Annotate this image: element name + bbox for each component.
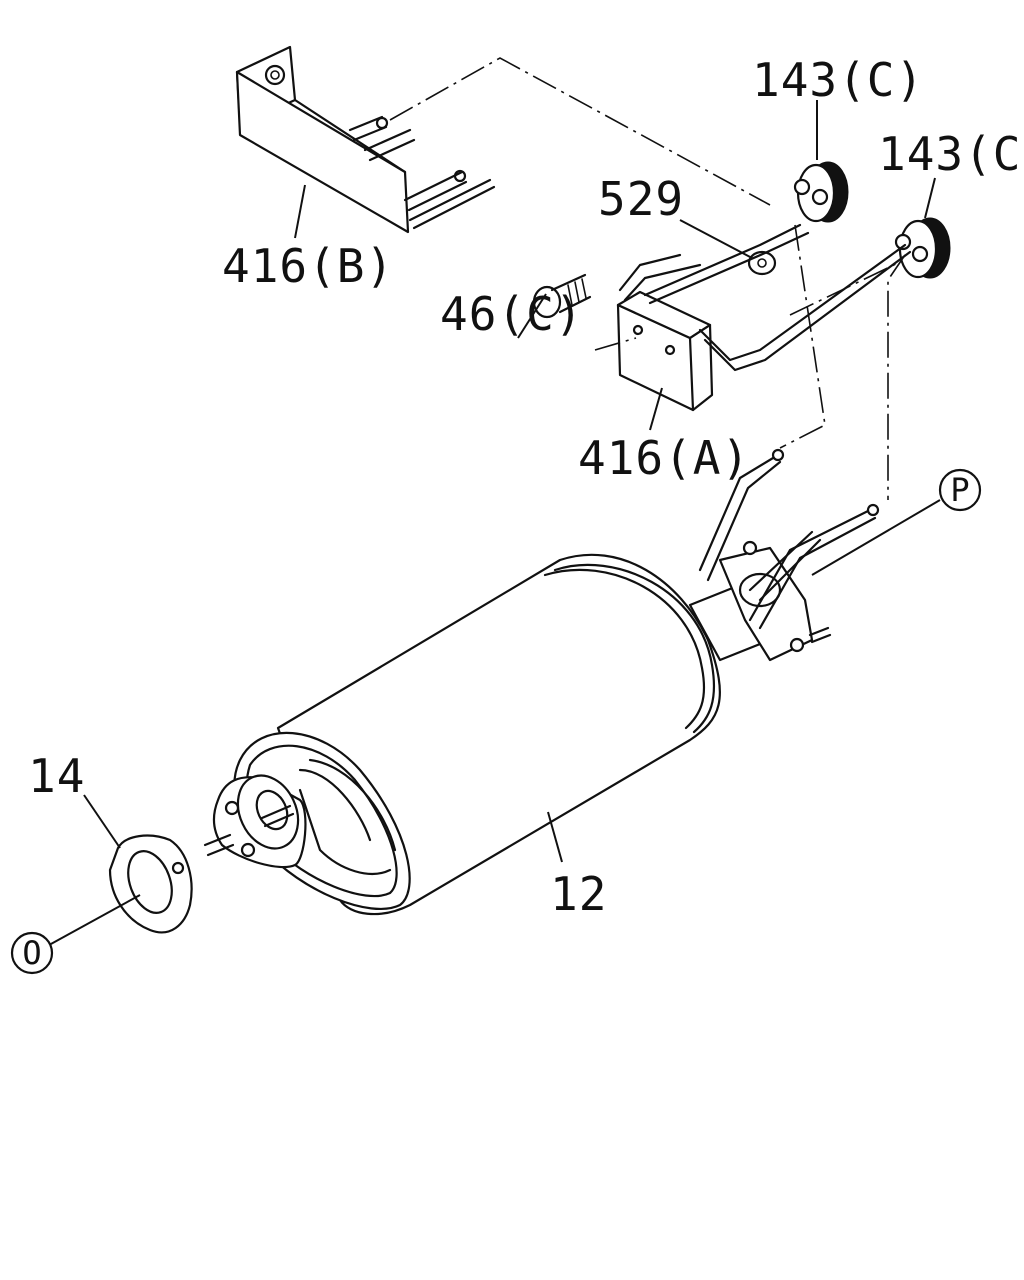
gasket-14 — [108, 834, 193, 934]
ref-circle-p: P — [938, 468, 982, 512]
bracket-416a — [616, 223, 912, 412]
muffler-12 — [203, 448, 880, 916]
leader-lines — [39, 100, 941, 951]
ref-label-p: P — [950, 471, 969, 509]
ref-label-o: O — [22, 934, 41, 972]
callout-143c-lower: 143(C) — [878, 127, 1024, 181]
callout-12: 12 — [550, 867, 607, 921]
callout-14: 14 — [28, 749, 85, 803]
callout-143c-upper: 143(C) — [752, 53, 924, 107]
bolt-46c — [532, 273, 592, 319]
callout-416b: 416(B) — [222, 239, 394, 293]
callout-416a: 416(A) — [578, 431, 750, 485]
callout-529: 529 — [598, 172, 684, 226]
rubber-mount-143c-upper — [793, 161, 849, 223]
callout-46c: 46(C) — [440, 287, 583, 341]
rubber-mount-143c-lower — [894, 217, 951, 279]
ref-circle-o: O — [10, 931, 54, 975]
bracket-416b — [235, 45, 496, 234]
